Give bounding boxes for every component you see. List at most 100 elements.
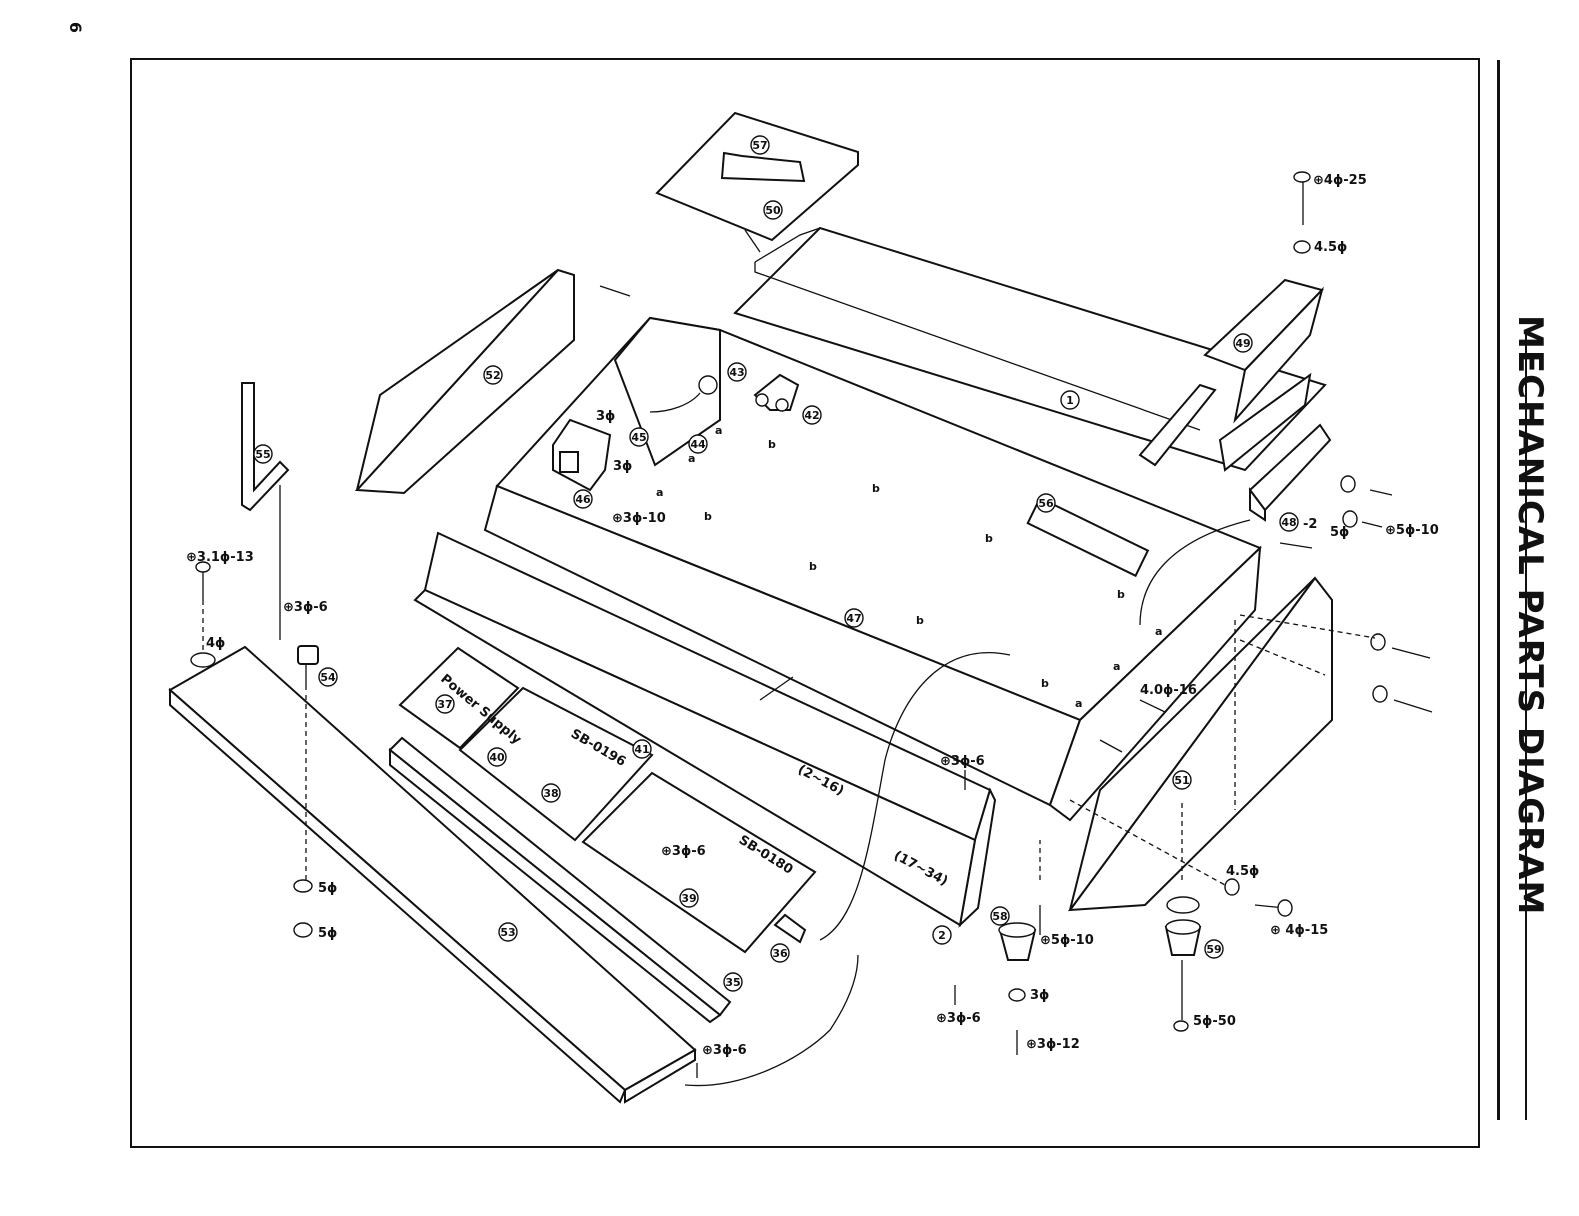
svg-text:53: 53 [500,926,515,939]
svg-text:46: 46 [575,493,591,506]
diagram-frame [130,58,1480,1148]
bottom-plate-53 [168,645,697,1104]
callout-57: 57 [750,135,770,155]
svg-text:42: 42 [804,409,819,422]
callout-46: 46 [573,489,593,509]
svg-text:43: 43 [729,366,744,379]
callout-44: 44 [688,434,708,454]
svg-text:a: a [1113,660,1120,673]
callout-48: 48 [1279,512,1299,532]
title-rule-inner [1525,330,1527,1120]
screw-3-6-board: ⊕3ϕ-6 [661,844,706,859]
callout-45: 45 [629,427,649,447]
callout-39: 39 [679,888,699,908]
board-38 [458,686,654,842]
washer-3-b: 3ϕ [613,459,632,474]
flow-arrows [599,229,1313,1087]
svg-text:b: b [768,438,776,451]
keyboard-panel-1 [733,226,1327,472]
callout-41: 41 [632,739,652,759]
screws [190,171,1433,1078]
screw-3-1-13: ⊕3.1ϕ-13 [186,550,254,565]
svg-text:b: b [916,614,924,627]
svg-text:a: a [688,452,695,465]
callout-55: 55 [253,444,273,464]
callout-35: 35 [723,972,743,992]
title-rule [1497,60,1500,1120]
screw-3-6-left: ⊕3ϕ-6 [283,600,328,615]
callout-38: 38 [541,783,561,803]
callout-40: 40 [487,747,507,767]
foot-58 [998,922,1037,961]
svg-text:37: 37 [437,698,452,711]
svg-text:39: 39 [681,892,696,905]
callout-1: 1 [1060,390,1080,410]
callout-58: 58 [990,906,1010,926]
nut-5-left: 5ϕ [318,926,337,941]
callout-52: 52 [483,365,503,385]
svg-text:55: 55 [255,448,270,461]
svg-text:47: 47 [846,612,861,625]
screw-5-10-right: ⊕5ϕ-10 [1385,523,1439,538]
screw-3-6-bottom: ⊕3ϕ-6 [702,1043,747,1058]
screw-3-12: ⊕3ϕ-12 [1026,1037,1080,1052]
callout-50: 50 [763,200,783,220]
board-37 [398,646,520,750]
washer-4-5-top: 4.5ϕ [1314,240,1347,255]
rear-bracket-48 [1248,423,1332,522]
callout-36: 36 [770,943,790,963]
svg-text:48: 48 [1281,516,1296,529]
washer-3-a: 3ϕ [596,409,615,424]
callout-51: 51 [1172,770,1192,790]
washer-5-left: 5ϕ [318,881,337,896]
svg-text:b: b [872,482,880,495]
svg-text:a: a [656,486,663,499]
diagram-title: MECHANICAL PARTS DIAGRAM [1510,315,1550,916]
screw-5-50: 5ϕ-50 [1193,1014,1236,1029]
svg-text:b: b [809,560,817,573]
svg-text:50: 50 [765,204,781,217]
callout-59: 59 [1204,939,1224,959]
svg-text:b: b [1041,677,1049,690]
bracket-49 [1203,278,1324,472]
svg-text:54: 54 [320,671,336,684]
svg-text:41: 41 [634,743,649,756]
screw-5-10-foot: ⊕5ϕ-10 [1040,933,1094,948]
end-block-52 [354,268,575,495]
callout-49: 49 [1233,333,1253,353]
jack-43 [649,375,718,413]
svg-text:51: 51 [1174,774,1189,787]
jack-42 [753,373,800,412]
hole-marks: a a a a a a b b b b b b b b [656,424,1162,710]
callout-37: 37 [435,694,455,714]
callout-56: 56 [1036,493,1056,513]
assembly-lines [202,485,1376,886]
callout-54: 54 [318,667,338,687]
end-block-51 [1067,576,1333,912]
svg-text:45: 45 [631,431,646,444]
callout-42: 42 [802,405,822,425]
svg-text:b: b [1117,588,1125,601]
screw-3-6-foot: ⊕3ϕ-6 [936,1011,981,1026]
strip-35 [388,736,732,1024]
part-callouts: 1 2 35 36 37 38 39 40 41 42 43 44 45 46 … [253,135,1299,992]
board-39 [581,771,817,954]
callout-2: 2 [932,925,952,945]
washer-4: 4ϕ [206,636,225,651]
svg-text:a: a [715,424,722,437]
svg-text:1: 1 [1066,394,1074,407]
screw-4-25: ⊕4ϕ-25 [1313,173,1367,188]
hex-wrench-55 [241,382,290,512]
svg-text:56: 56 [1038,497,1054,510]
screw-4-0-16: 4.0ϕ-16 [1140,683,1197,698]
callout-43: 43 [727,362,747,382]
svg-text:35: 35 [725,976,740,989]
svg-text:57: 57 [752,139,767,152]
svg-text:a: a [1075,697,1082,710]
part-48-suffix: -2 [1303,517,1317,532]
svg-text:59: 59 [1206,943,1221,956]
chassis-47 [483,316,1262,822]
callout-53: 53 [498,922,518,942]
svg-text:36: 36 [772,947,788,960]
